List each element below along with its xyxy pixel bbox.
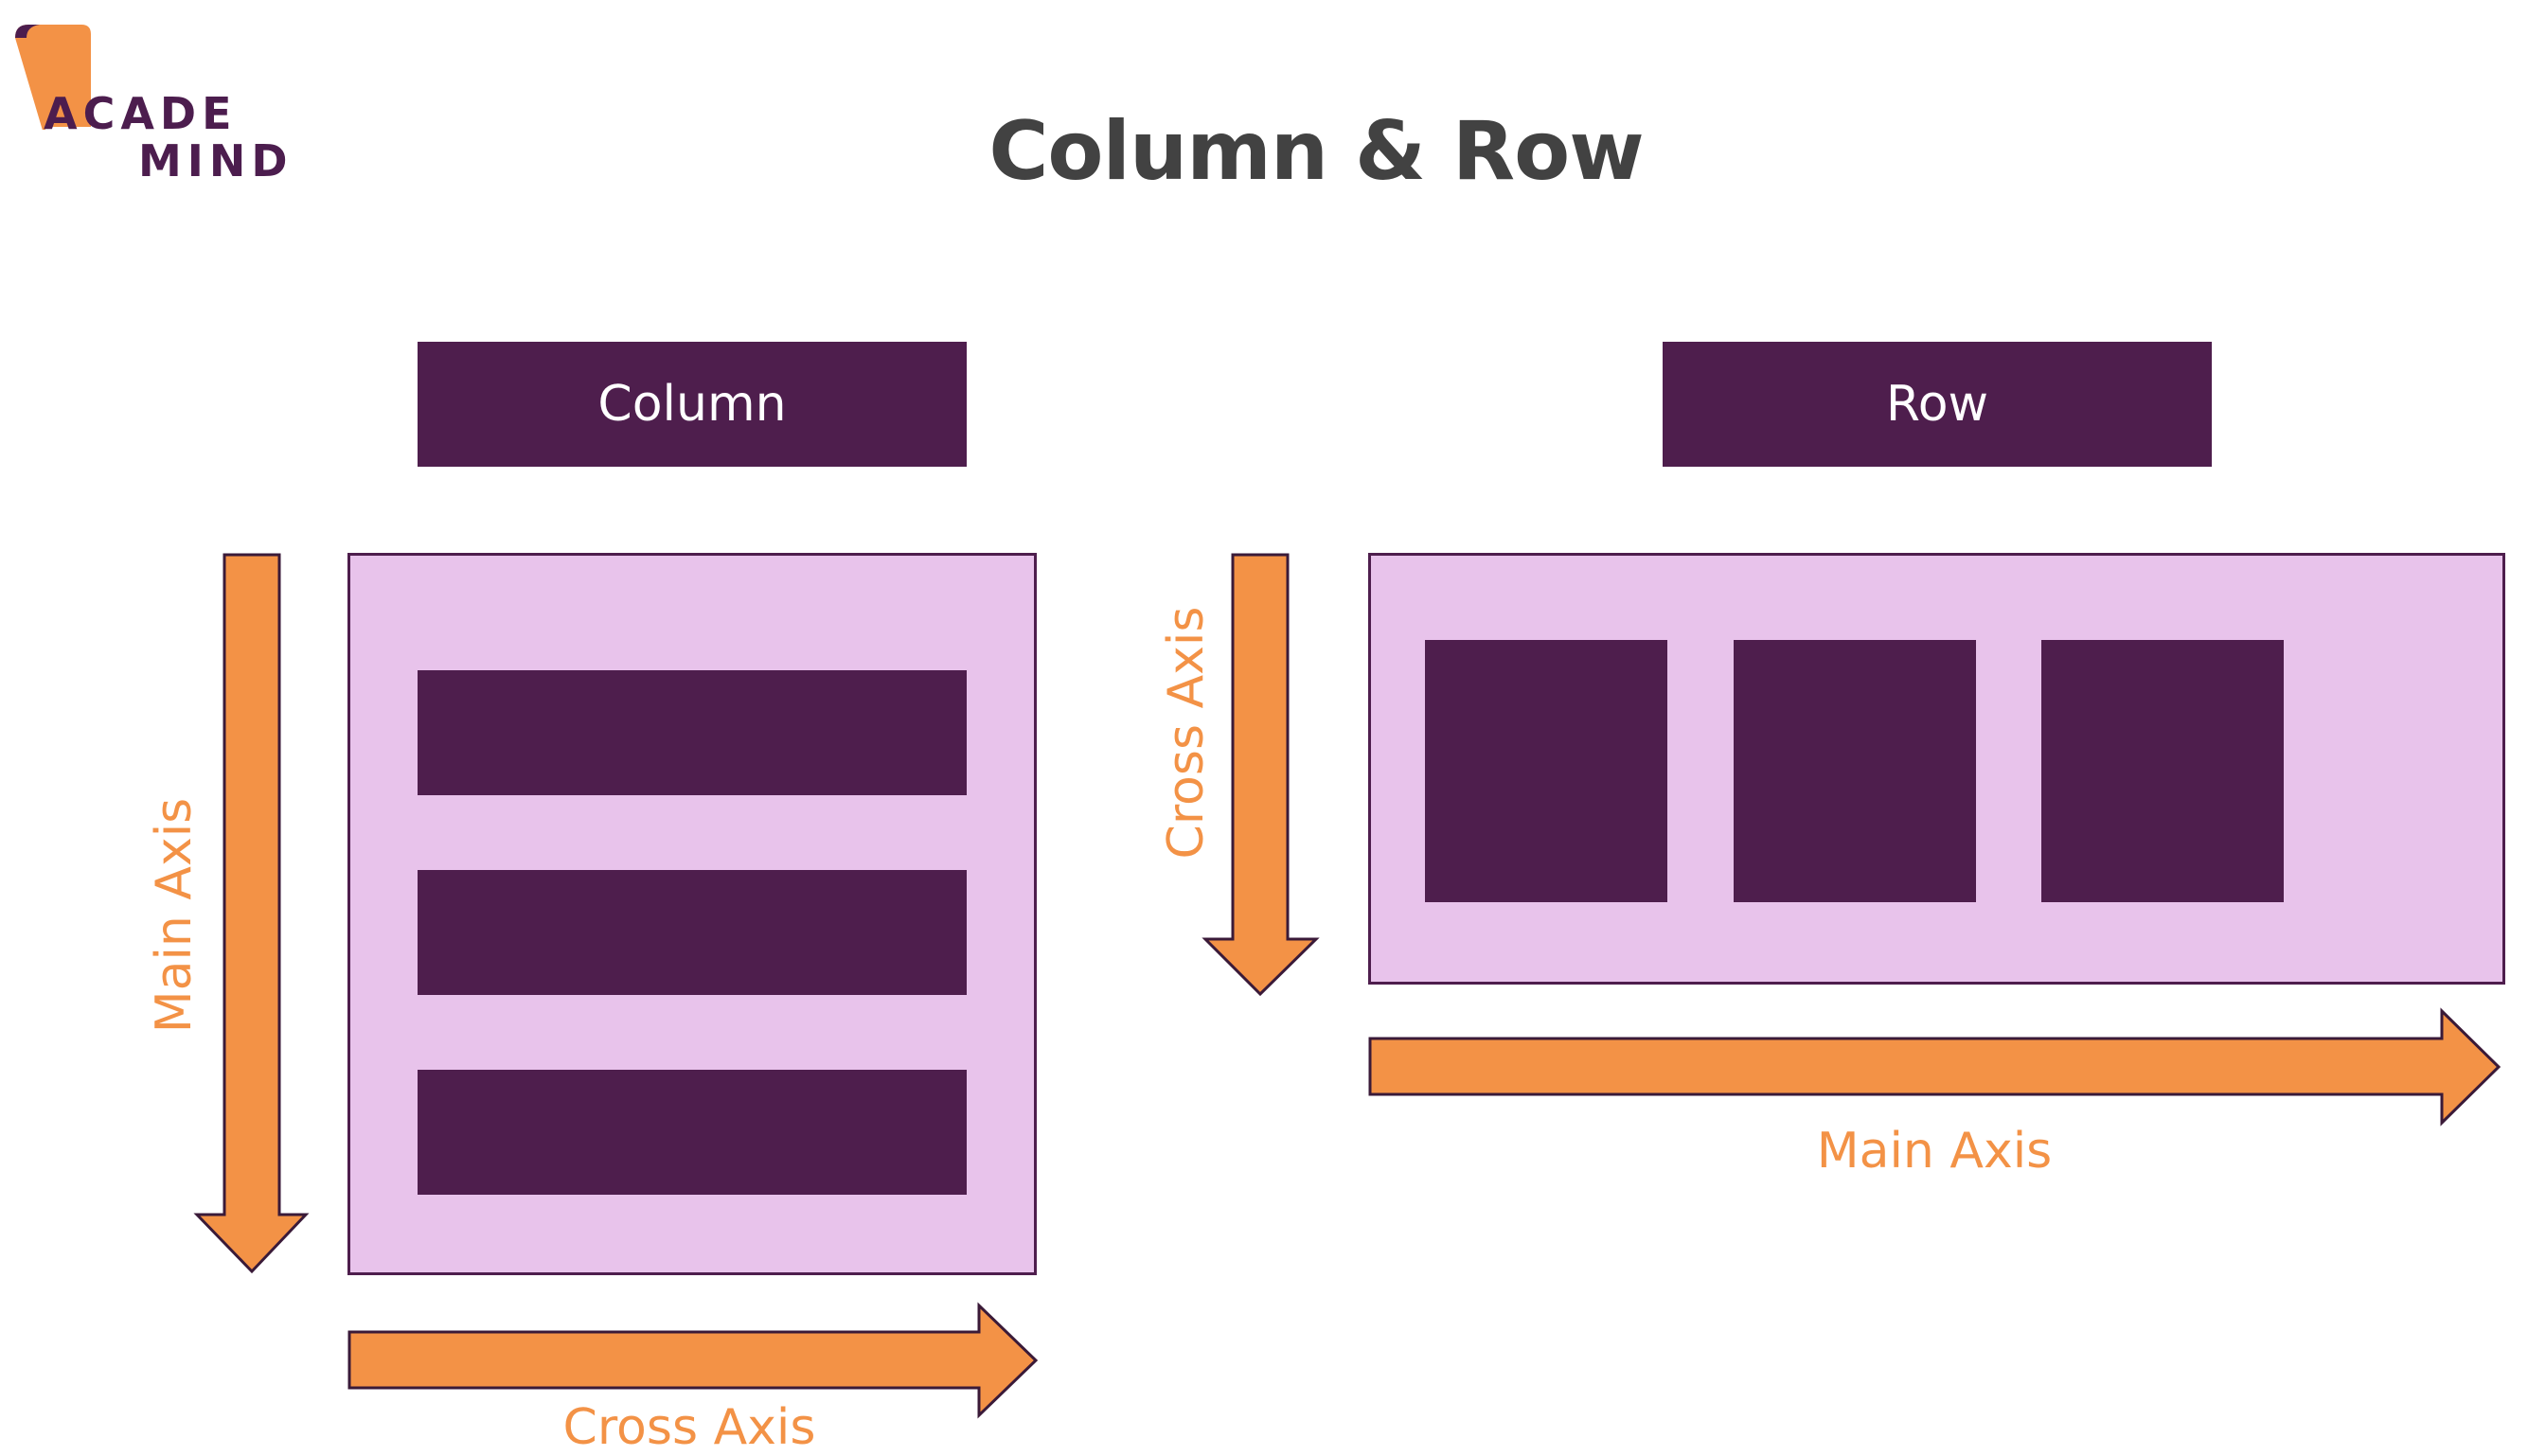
row-header-label: Row [1885,376,1989,433]
row-child-2 [1734,640,1976,902]
column-cross-axis-label: Cross Axis [562,1399,816,1456]
row-main-axis-label: Main Axis [1816,1123,2053,1180]
row-cross-axis-arrow [1202,553,1320,997]
column-main-axis-arrow [193,553,310,1274]
column-child-3 [418,1070,967,1195]
row-child-3 [2041,640,2284,902]
logo-line-1: ACADE [44,88,238,139]
logo-flag-icon [15,25,91,130]
page-title-text: Column & Row [988,104,1644,199]
column-cross-axis-arrow [347,1302,1039,1419]
row-main-axis-arrow [1368,1007,2501,1127]
column-container [347,553,1037,1275]
column-child-2 [418,870,967,995]
column-header-label: Column [597,376,787,433]
logo-line-2: MIND [138,135,294,186]
column-header: Column [418,342,967,467]
row-header: Row [1663,342,2212,467]
row-container [1368,553,2505,985]
row-cross-axis-label: Cross Axis [1158,606,1215,860]
row-child-1 [1425,640,1667,902]
page-title: Column & Row [0,111,2528,192]
column-main-axis-label: Main Axis [146,797,203,1034]
column-child-1 [418,670,967,795]
